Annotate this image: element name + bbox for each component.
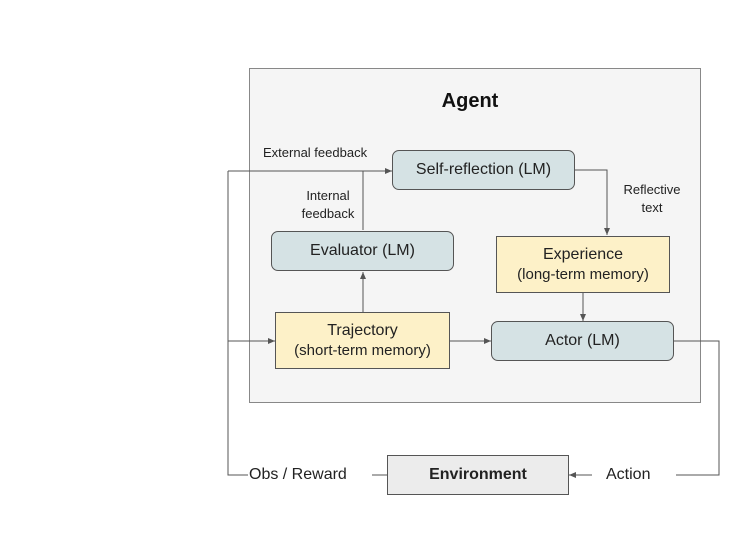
self-reflection-label: Self-reflection (LM) [415, 161, 552, 178]
evaluator-label: Evaluator (LM) [310, 242, 415, 259]
trajectory-node: Trajectory (short-term memory) [275, 312, 450, 369]
experience-node: Experience (long-term memory) [496, 236, 670, 293]
environment-node: Environment [387, 455, 569, 495]
reflective-text-label: Reflective text [612, 181, 692, 217]
experience-title: Experience [542, 245, 624, 263]
self-reflection-node: Self-reflection (LM) [392, 150, 575, 190]
internal-feedback-label: Internal feedback [288, 187, 368, 223]
reflective-text-arrow [575, 169, 610, 235]
internal-feedback-line1: Internal [306, 188, 350, 203]
external-feedback-label: External feedback [263, 145, 368, 160]
evaluator-node: Evaluator (LM) [271, 231, 454, 271]
actor-label: Actor (LM) [545, 332, 620, 349]
environment-label: Environment [429, 466, 527, 483]
experience-subtitle: (long-term memory) [517, 265, 649, 283]
trajectory-title: Trajectory [327, 321, 398, 339]
obs-reward-label: Obs / Reward [249, 466, 347, 483]
obs-reward-wire [227, 171, 248, 476]
internal-feedback-line2: feedback [301, 206, 355, 221]
agent-title: Agent [441, 90, 499, 112]
actor-node: Actor (LM) [491, 321, 674, 361]
reflective-text-line1: Reflective [623, 182, 681, 197]
actor-action-wire [674, 340, 720, 476]
action-label: Action [606, 466, 651, 483]
trajectory-subtitle: (short-term memory) [294, 341, 431, 359]
reflective-text-line2: text [641, 200, 663, 215]
